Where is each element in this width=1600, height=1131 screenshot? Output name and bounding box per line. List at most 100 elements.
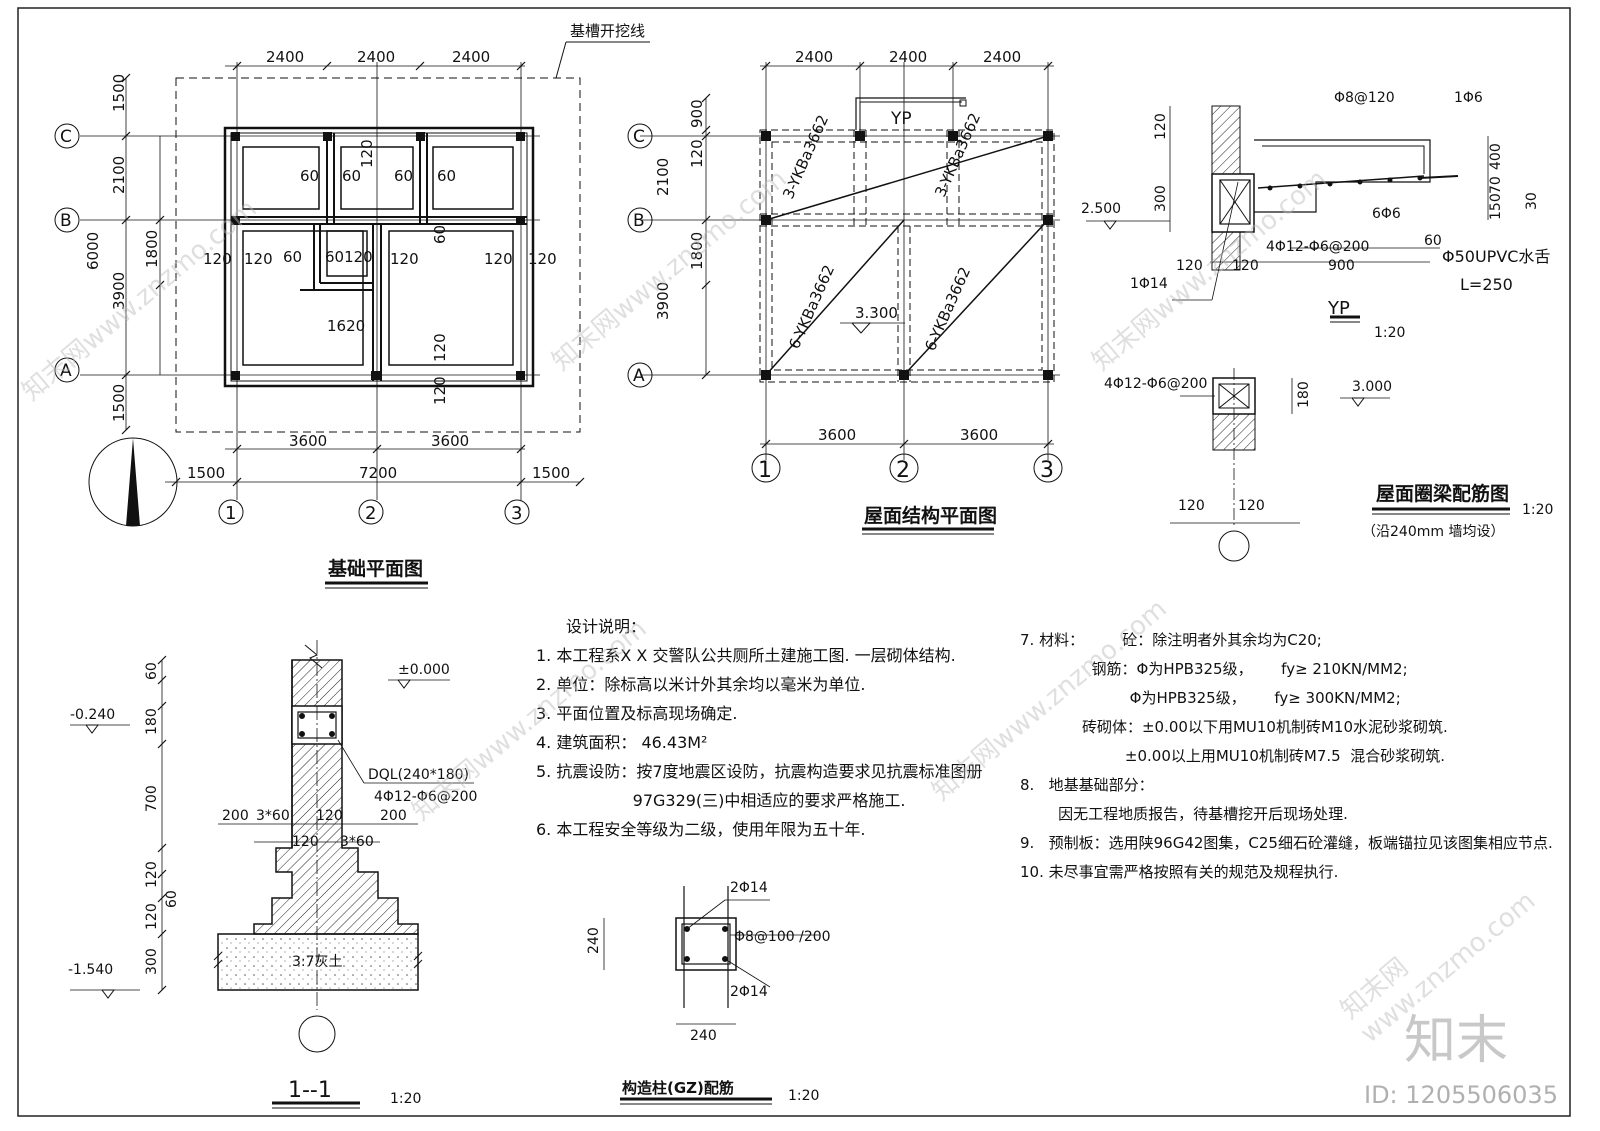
note-line: 6. 本工程安全等级为二级，使用年限为五十年. xyxy=(536,820,866,839)
sec-soil: 3:7灰土 xyxy=(292,954,343,970)
sec-dim-v: 120 xyxy=(144,861,160,888)
sec-dql-rebar: 4Φ12-Φ6@200 xyxy=(374,789,477,805)
roof-plan-title: 屋面结构平面图 xyxy=(864,504,997,527)
rp-dim-left: 3900 xyxy=(654,282,672,320)
fp-dim-bot-1: 3600 xyxy=(289,432,327,450)
axis-label-b: B xyxy=(60,211,72,231)
yp-dim: 400 xyxy=(1488,143,1504,170)
rp-dim-left: 1800 xyxy=(688,232,706,270)
roof-plan xyxy=(627,61,1063,535)
sec-dim-v: 60 xyxy=(144,662,160,680)
rp-dim-left: 120 xyxy=(688,139,706,168)
rp-dim-top-3: 2400 xyxy=(983,48,1021,66)
yp-title: YP xyxy=(1327,298,1350,319)
notes-heading: 设计说明： xyxy=(566,617,647,636)
yp-dim: 120 xyxy=(1232,258,1259,274)
yp-label: L=250 xyxy=(1460,275,1513,294)
sec-dim-h: 200 xyxy=(380,808,407,824)
fp-dim-left-3: 3900 xyxy=(110,272,128,310)
note-line: 4. 建筑面积： 46.43M² xyxy=(536,733,708,752)
fp-inner-label: 60 xyxy=(437,167,456,185)
foundation-plan-title: 基础平面图 xyxy=(327,557,423,580)
sec-elev-bot: -1.540 xyxy=(68,962,113,978)
gz-top-bar: 2Φ14 xyxy=(730,880,768,896)
fp-inner-label: 120 xyxy=(390,250,419,268)
sec-title: 1--1 xyxy=(288,1078,332,1103)
fp-dim-left-sub: 1800 xyxy=(143,230,161,268)
note-line: 2. 单位：除标高以米计外其余均以毫米为单位. xyxy=(536,675,866,694)
sec-scale: 1:20 xyxy=(390,1091,421,1107)
yp-dim: 120 xyxy=(1153,113,1169,140)
slab-label: 3-YKBa3662 xyxy=(931,110,984,199)
yp-label: 1Φ6 xyxy=(1454,90,1483,106)
ring-beam-elevation: 3.000 xyxy=(1352,379,1392,395)
fp-dim-left-total: 6000 xyxy=(84,232,102,270)
fp-inner-label: 60 xyxy=(394,167,413,185)
fp-dim-outer-3: 1500 xyxy=(532,464,570,482)
axis-label-a: A xyxy=(60,361,72,381)
rp-dim-top-1: 2400 xyxy=(795,48,833,66)
axis-label-c: C xyxy=(60,127,72,147)
yp-detail xyxy=(1086,105,1489,323)
ring-beam-rebar: 4Φ12-Φ6@200 xyxy=(1104,376,1207,392)
ring-beam-note: （沿240mm 墙均设） xyxy=(1362,524,1504,540)
sec-dim-v: 700 xyxy=(144,785,160,812)
note-line: 3. 平面位置及标高现场确定. xyxy=(536,704,738,723)
watermark-logo: 知末 xyxy=(1404,1011,1508,1071)
yp-dim: 150 xyxy=(1488,193,1504,220)
ring-beam-scale: 1:20 xyxy=(1522,502,1553,518)
note-line: 1. 本工程系X X 交警队公共厕所土建施工图. 一层砌体结构. xyxy=(536,646,956,665)
rp-axis-3: 3 xyxy=(1040,458,1054,483)
fp-dim-top-3: 2400 xyxy=(452,48,490,66)
rp-dim-left: 900 xyxy=(688,99,706,128)
fp-dim-outer-2: 7200 xyxy=(359,464,397,482)
yp-dim: 900 xyxy=(1328,258,1355,274)
yp-scale: 1:20 xyxy=(1374,325,1405,341)
ring-beam-dim-bottom: 120 xyxy=(1238,498,1265,514)
fp-inner-label: 120 xyxy=(244,250,273,268)
slab-label: 6-YKBa3662 xyxy=(785,262,838,351)
watermark-id: ID: 1205506035 xyxy=(1364,1081,1558,1109)
note-line: Φ为HPB325级， fy≥ 300KN/MM2; xyxy=(1020,689,1401,707)
yp-dim: 30 xyxy=(1524,192,1540,210)
fp-dim-top-2: 2400 xyxy=(357,48,395,66)
rp-dim-bot-1: 3600 xyxy=(818,426,856,444)
fp-inner-label: 60 xyxy=(300,167,319,185)
roof-elevation: 3.300 xyxy=(855,304,898,322)
yp-label: Φ8@120 xyxy=(1334,90,1395,106)
gz-dim-h: 240 xyxy=(690,1028,717,1044)
yp-dim: 60 xyxy=(1424,233,1442,249)
rp-axis-c: C xyxy=(633,127,645,147)
yp-label: 6Φ6 xyxy=(1372,206,1401,222)
note-line: 砖砌体：±0.00以下用MU10机制砖M10水泥砂浆砌筑. xyxy=(1020,718,1448,736)
ring-beam-dim: 180 xyxy=(1296,381,1312,408)
gz-stirrup: Φ8@100 /200 xyxy=(734,929,831,945)
sec-dim-h: 3*60 xyxy=(340,834,374,850)
sec-elev-top: ±0.000 xyxy=(398,662,450,678)
sec-dim-h: 120 xyxy=(292,834,319,850)
note-line: 9. 预制板：选用陕96G42图集，C25细石砼灌缝，板端锚拉见该图集相应节点. xyxy=(1020,834,1553,852)
trench-label: 基槽开挖线 xyxy=(570,22,645,40)
fp-dim-left-4: 1500 xyxy=(110,384,128,422)
ring-beam-dim-bottom: 120 xyxy=(1178,498,1205,514)
sec-dim-v: 120 xyxy=(144,903,160,930)
rp-dim-top-2: 2400 xyxy=(889,48,927,66)
note-line: 因无工程地质报告，待基槽挖开后现场处理. xyxy=(1020,805,1348,823)
fp-dim-bot-2: 3600 xyxy=(431,432,469,450)
section-1-1 xyxy=(70,640,474,1109)
fp-inner-label: 60 xyxy=(283,248,302,266)
fp-inner-label: 120 xyxy=(528,250,557,268)
fp-inner-label: 120 xyxy=(358,139,376,168)
yp-dim: 120 xyxy=(1176,258,1203,274)
fp-inner-label: 60120 xyxy=(325,248,373,266)
column-detail xyxy=(603,886,820,1105)
gz-title: 构造柱(GZ)配筋 xyxy=(622,1079,734,1097)
yp-label: 4Φ12-Φ6@200 xyxy=(1266,239,1369,255)
yp-elevation: 2.500 xyxy=(1081,201,1121,217)
sec-dim-h: 120 xyxy=(316,808,343,824)
note-line: ±0.00以上用MU10机制砖M7.5 混合砂浆砌筑. xyxy=(1020,747,1445,765)
note-line: 10. 未尽事宜需严格按照有关的规范及规程执行. xyxy=(1020,863,1339,881)
fp-dim-outer-1: 1500 xyxy=(187,464,225,482)
design-notes-left: 设计说明： 1. 本工程系X X 交警队公共厕所土建施工图. 一层砌体结构. 2… xyxy=(536,612,983,844)
